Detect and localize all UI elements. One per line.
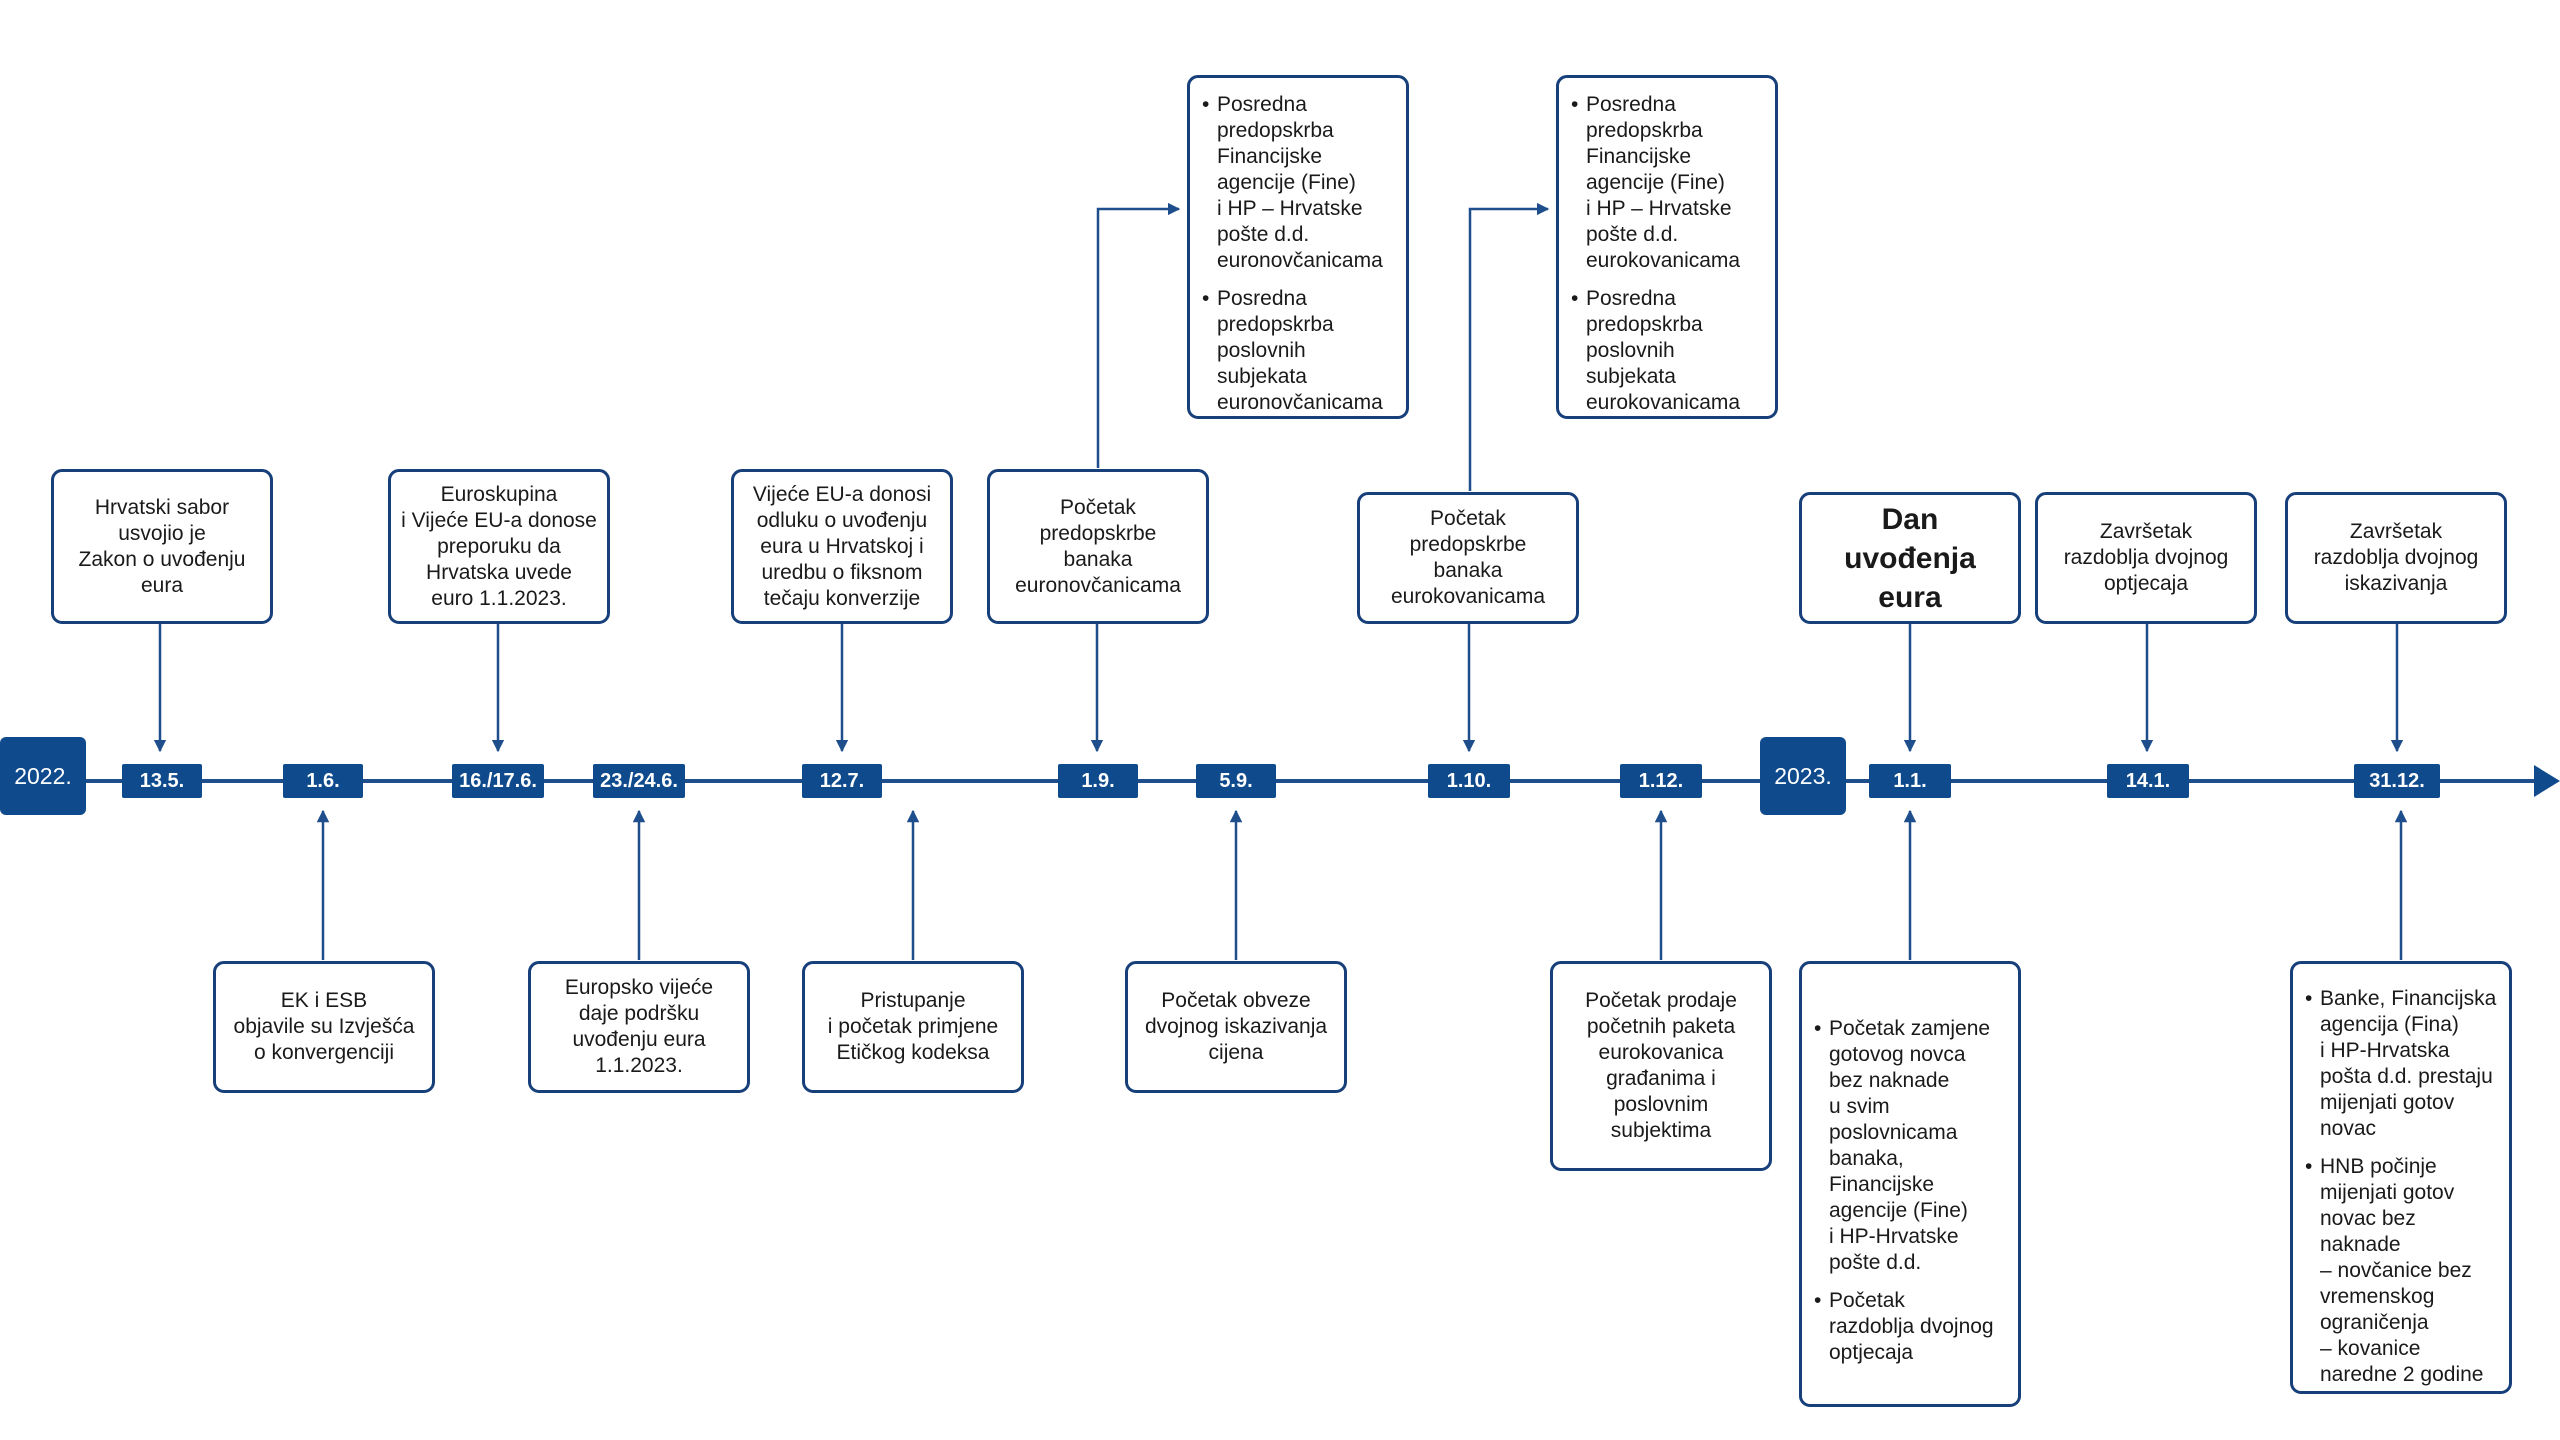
date-14-1: 14.1. bbox=[2107, 764, 2189, 798]
event-text-1-12: Početak prodaje početnih paketa eurokova… bbox=[1585, 989, 1737, 1142]
year-marker-2022: 2022. bbox=[0, 737, 86, 815]
date-1-10: 1.10. bbox=[1428, 764, 1510, 798]
event-box-1-1-exchange: Početak zamjene gotovog novca bez naknad… bbox=[1799, 961, 2021, 1407]
event-text-12-7: Vijeće EU-a donosi odluku o uvođenju eur… bbox=[752, 482, 932, 610]
event-box-13-5: Hrvatski sabor usvojio je Zakon o uvođen… bbox=[51, 469, 273, 624]
event-box-1-12: Početak prodaje početnih paketa eurokova… bbox=[1550, 961, 1772, 1171]
event-box-31-12: Završetak razdoblja dvojnog iskazivanja bbox=[2285, 492, 2507, 624]
event-text-14-1: Završetak razdoblja dvojnog optjecaja bbox=[2063, 520, 2229, 595]
date-12-7: 12.7. bbox=[802, 764, 882, 798]
event-box-1-10-predistribution: Posredna predopskrba Financijske agencij… bbox=[1556, 75, 1778, 419]
date-1-12: 1.12. bbox=[1620, 764, 1702, 798]
event-box-14-1: Završetak razdoblja dvojnog optjecaja bbox=[2035, 492, 2257, 624]
event-text-23-24-6: Europsko vijeće daje podršku uvođenju eu… bbox=[564, 976, 714, 1077]
event-box-1-10: Početak predopskrbe banaka eurokovanicam… bbox=[1357, 492, 1579, 624]
event-box-5-9: Početak obveze dvojnog iskazivanja cijen… bbox=[1125, 961, 1347, 1093]
bullet-list: Početak zamjene gotovog novca bez naknad… bbox=[1814, 1016, 1994, 1366]
event-box-1-9-predistribution: Posredna predopskrba Financijske agencij… bbox=[1187, 75, 1409, 419]
date-1-1: 1.1. bbox=[1869, 764, 1951, 798]
event-box-12-7: Vijeće EU-a donosi odluku o uvođenju eur… bbox=[731, 469, 953, 624]
date-13-5: 13.5. bbox=[122, 764, 202, 798]
event-box-31-12-exchange: Banke, Financijska agencija (Fina) i HP-… bbox=[2290, 961, 2512, 1394]
event-text-1-6: EK i ESB objavile su Izvješća o konverge… bbox=[233, 989, 415, 1064]
bullet-item: Posredna predopskrba Financijske agencij… bbox=[1202, 92, 1383, 274]
event-box-23-24-6: Europsko vijeće daje podršku uvođenju eu… bbox=[528, 961, 750, 1093]
event-box-after-12-7: Pristupanje i početak primjene Etičkog k… bbox=[802, 961, 1024, 1093]
bullet-item: Početak zamjene gotovog novca bez naknad… bbox=[1814, 1016, 1994, 1276]
event-text-16-17-6: Euroskupina i Vijeće EU-a donose preporu… bbox=[401, 482, 597, 610]
event-box-16-17-6: Euroskupina i Vijeće EU-a donose preporu… bbox=[388, 469, 610, 624]
event-text-euro-day: Dan uvođenja eura bbox=[1844, 502, 1976, 614]
date-1-6: 1.6. bbox=[283, 764, 363, 798]
event-box-1-9: Početak predopskrbe banaka euronovčanica… bbox=[987, 469, 1209, 624]
event-text-1-10: Početak predopskrbe banaka eurokovanicam… bbox=[1390, 507, 1546, 608]
event-text-31-12: Završetak razdoblja dvojnog iskazivanja bbox=[2313, 520, 2479, 595]
bullet-list: Banke, Financijska agencija (Fina) i HP-… bbox=[2305, 986, 2496, 1388]
date-16-17-6: 16./17.6. bbox=[452, 764, 544, 798]
date-1-9: 1.9. bbox=[1058, 764, 1138, 798]
bullet-list: Posredna predopskrba Financijske agencij… bbox=[1202, 92, 1383, 416]
year-marker-2023: 2023. bbox=[1760, 737, 1846, 815]
date-23-24-6: 23./24.6. bbox=[593, 764, 685, 798]
event-box-1-1-euro-day: Dan uvođenja eura bbox=[1799, 492, 2021, 624]
bullet-item: Banke, Financijska agencija (Fina) i HP-… bbox=[2305, 986, 2496, 1142]
date-5-9: 5.9. bbox=[1196, 764, 1276, 798]
bullet-item: Početak razdoblja dvojnog optjecaja bbox=[1814, 1288, 1994, 1366]
event-text-13-5: Hrvatski sabor usvojio je Zakon o uvođen… bbox=[78, 495, 246, 597]
event-text-ethics-code: Pristupanje i početak primjene Etičkog k… bbox=[827, 989, 999, 1064]
bullet-item: Posredna predopskrba poslovnih subjekata… bbox=[1202, 286, 1383, 416]
event-text-5-9: Početak obveze dvojnog iskazivanja cijen… bbox=[1144, 989, 1328, 1064]
timeline-arrowhead bbox=[2534, 765, 2560, 797]
event-box-1-6: EK i ESB objavile su Izvješća o konverge… bbox=[213, 961, 435, 1093]
bullet-item: Posredna predopskrba poslovnih subjekata… bbox=[1571, 286, 1740, 416]
date-31-12: 31.12. bbox=[2354, 764, 2440, 798]
bullet-item: HNB počinje mijenjati gotov novac bez na… bbox=[2305, 1154, 2496, 1388]
bullet-list: Posredna predopskrba Financijske agencij… bbox=[1571, 92, 1740, 416]
bullet-item: Posredna predopskrba Financijske agencij… bbox=[1571, 92, 1740, 274]
event-text-1-9: Početak predopskrbe banaka euronovčanica… bbox=[1015, 495, 1181, 597]
